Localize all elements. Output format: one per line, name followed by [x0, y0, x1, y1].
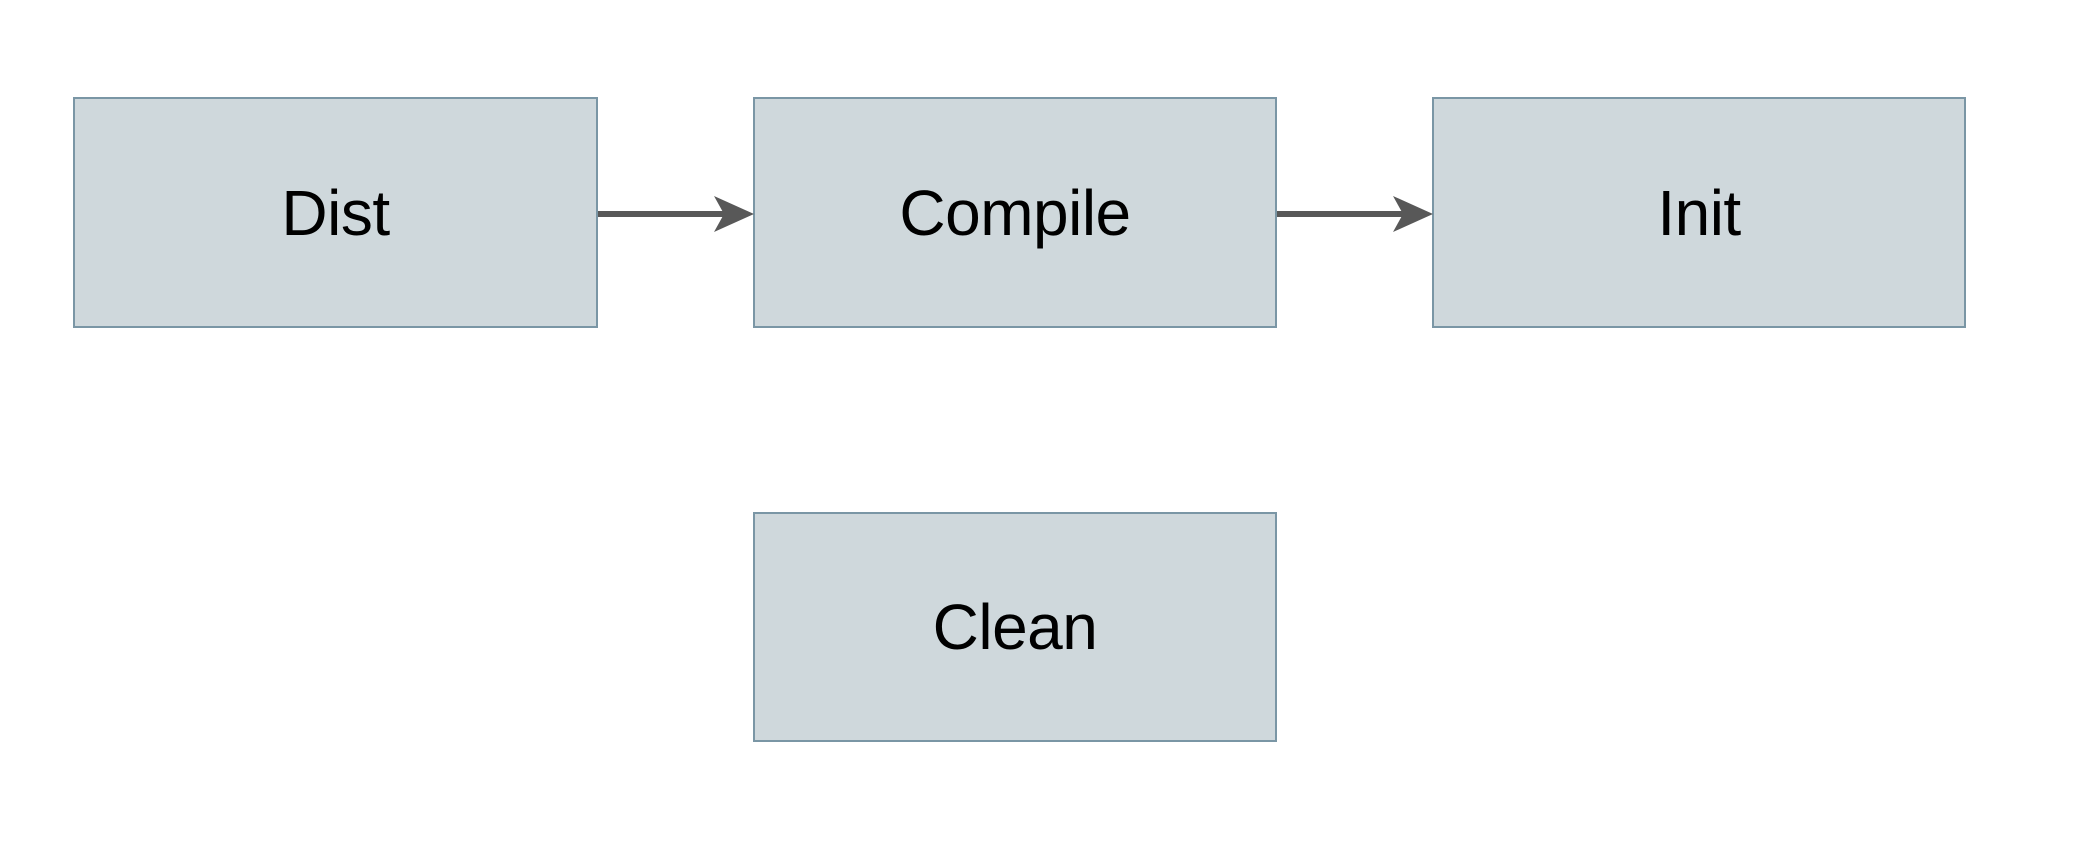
- node-clean-label: Clean: [932, 591, 1098, 663]
- node-clean[interactable]: Clean: [753, 512, 1277, 742]
- node-init[interactable]: Init: [1432, 97, 1966, 328]
- node-dist-label: Dist: [281, 176, 390, 249]
- node-compile-label: Compile: [899, 176, 1131, 249]
- edge-compile-to-init: [1277, 196, 1433, 232]
- node-dist[interactable]: Dist: [73, 97, 598, 328]
- edge-dist-to-compile: [598, 196, 754, 232]
- node-compile[interactable]: Compile: [753, 97, 1277, 328]
- arrowhead-icon: [714, 196, 754, 232]
- node-init-label: Init: [1657, 176, 1741, 249]
- arrowhead-icon: [1393, 196, 1433, 232]
